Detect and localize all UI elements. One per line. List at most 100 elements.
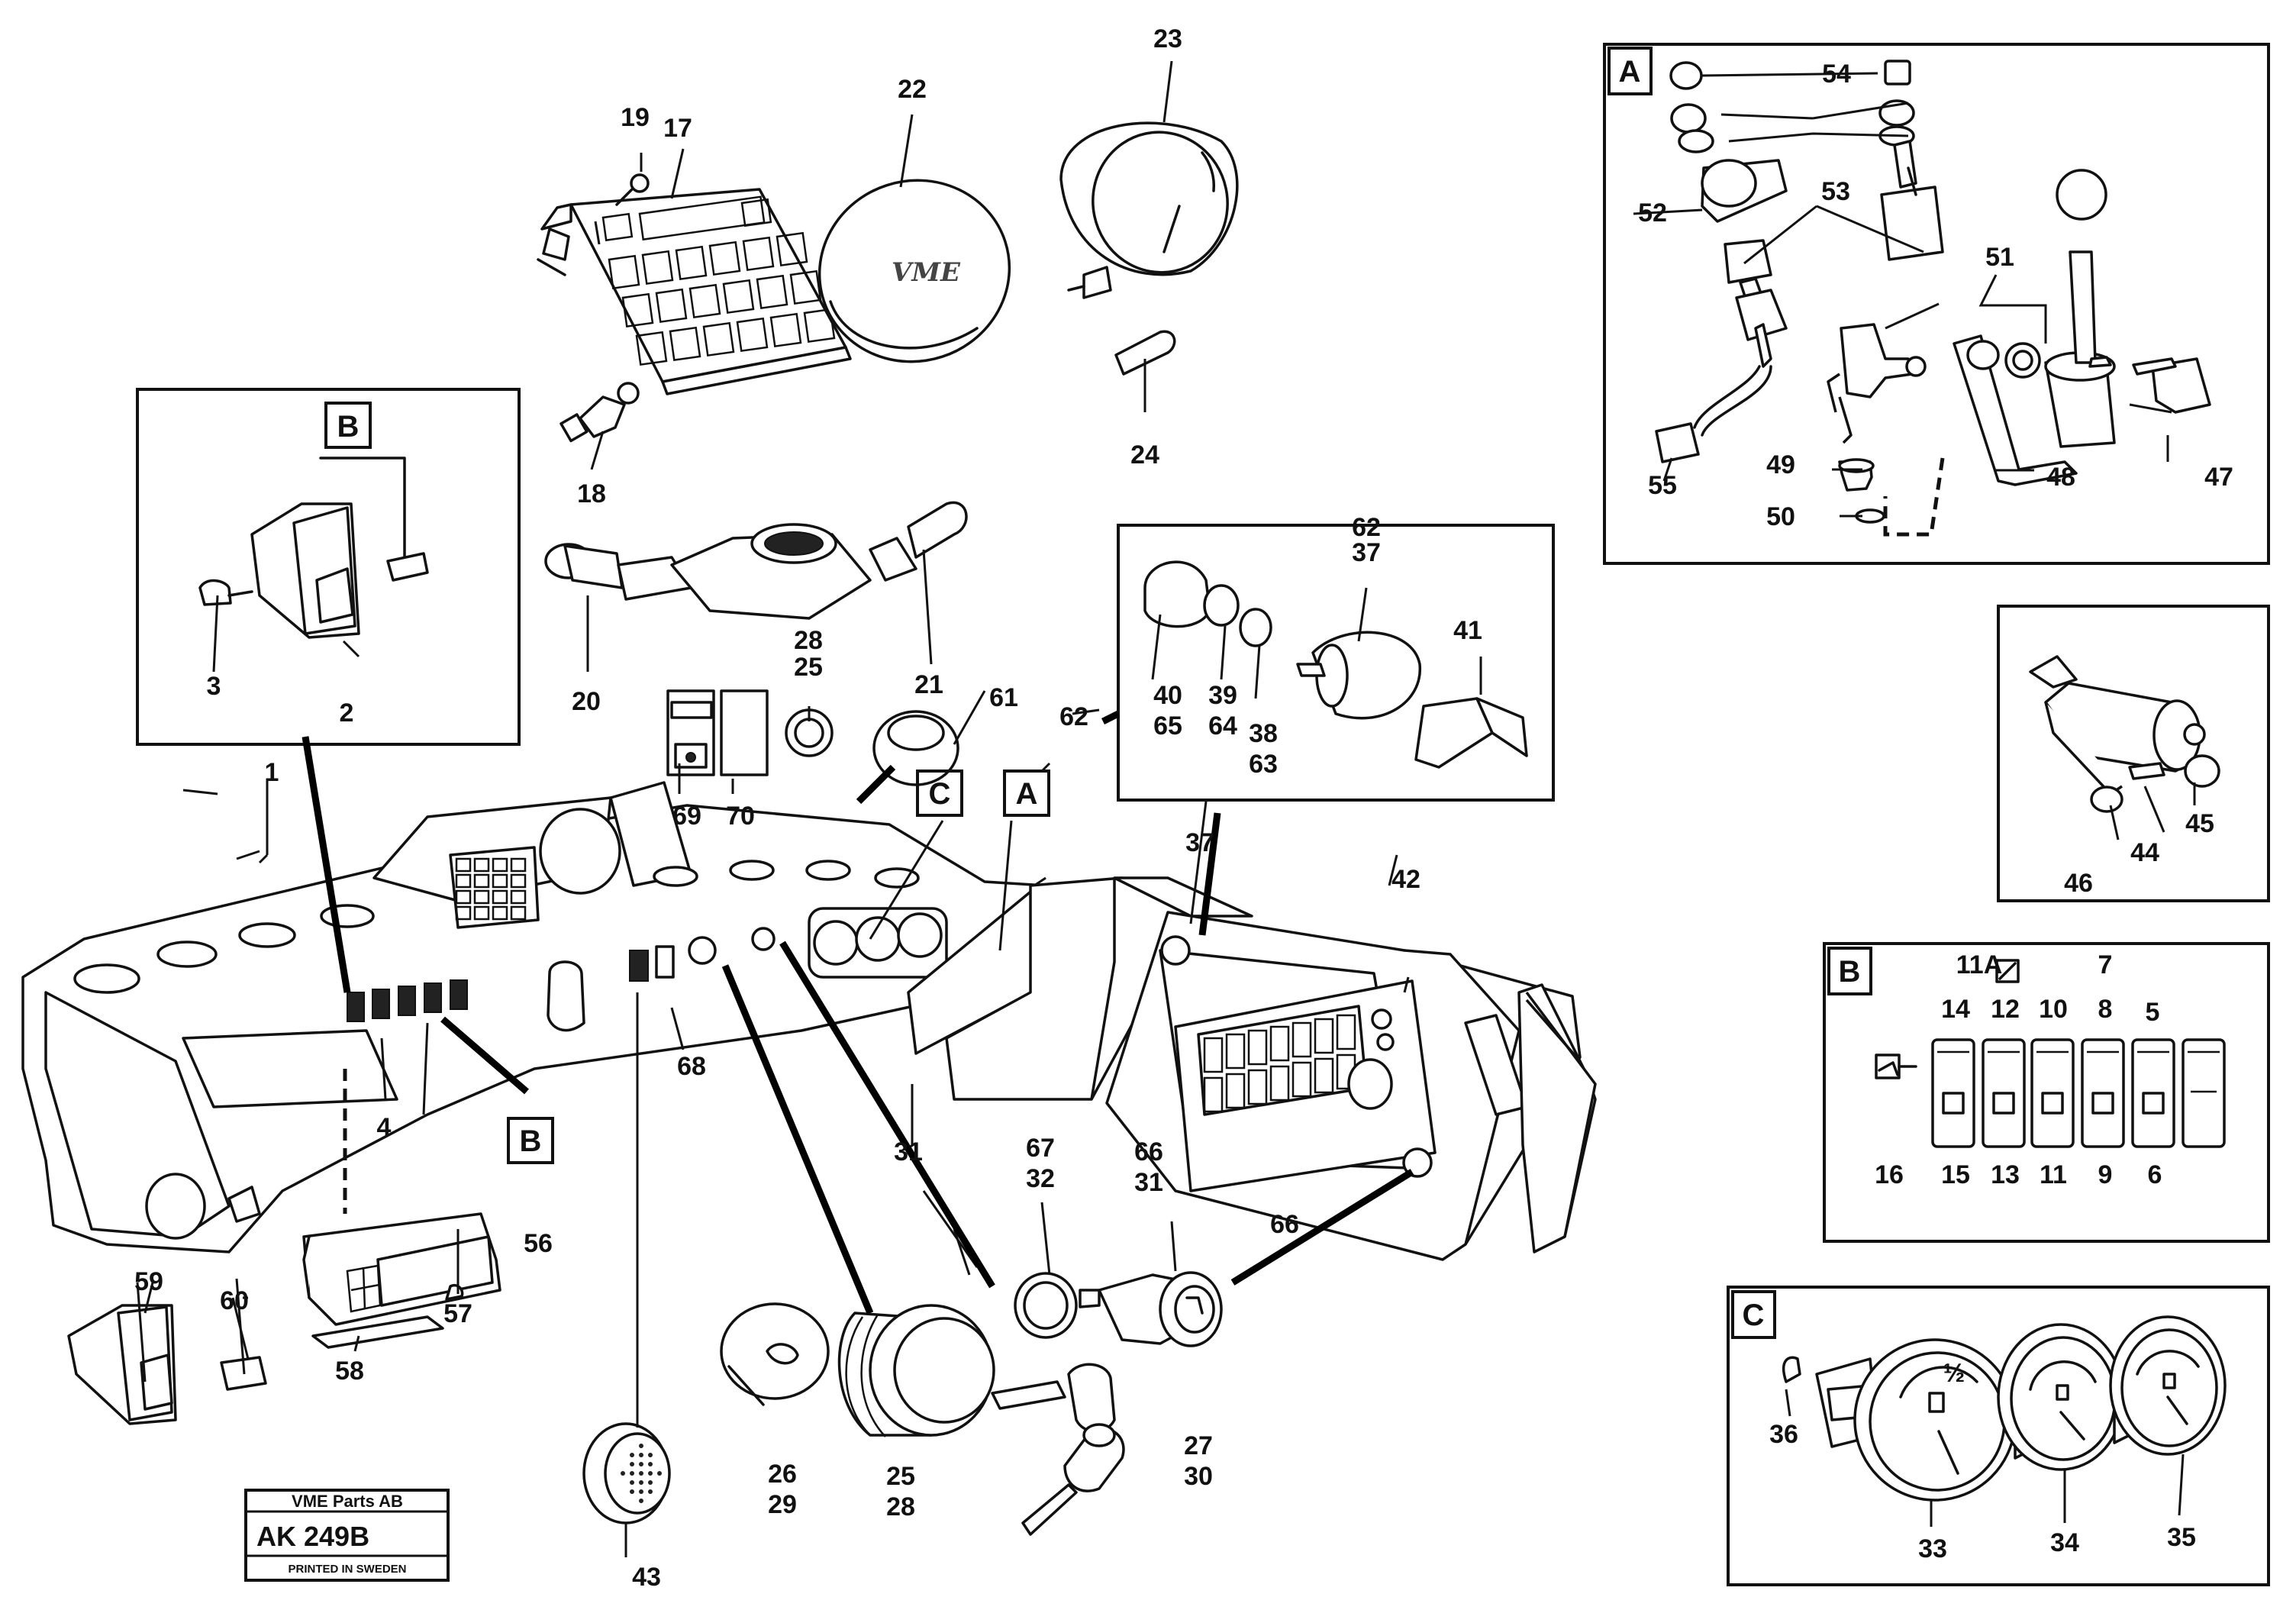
svg-text:B: B (337, 410, 360, 444)
steering-column-switch (544, 501, 968, 620)
callout-55: 55 (1648, 471, 1677, 500)
svg-text:C: C (929, 777, 951, 811)
company-name: VME Parts AB (292, 1492, 403, 1511)
ignition-switch (837, 1304, 995, 1437)
callout-19: 19 (621, 103, 650, 132)
callout-54: 54 (1822, 60, 1851, 89)
callout-67: 67 (1026, 1134, 1055, 1163)
inset-c-gauges: C ½ (1727, 1286, 2270, 1586)
inset-a-label: A (1619, 55, 1641, 89)
gauge-half-mark: ½ (1943, 1359, 1965, 1388)
inset-b-switch-panel: B (1823, 942, 2270, 1243)
callout-65: 65 (1153, 711, 1182, 740)
heavy-leader-arrows (302, 710, 1414, 1315)
cigarette-lighter (1014, 1271, 1223, 1347)
callout-62-top: 62 (1352, 513, 1381, 542)
rocker-switch (67, 1304, 267, 1425)
callout-58: 58 (335, 1357, 364, 1386)
lock-cylinder (720, 1302, 830, 1406)
callout-35: 35 (2167, 1523, 2196, 1552)
callout-9: 9 (2098, 1160, 2113, 1189)
title-block: VME Parts AB AK 249B PRINTED IN SWEDEN (244, 1489, 450, 1582)
right-console (907, 876, 1597, 1261)
callout-49: 49 (1766, 450, 1795, 479)
printed-note: PRINTED IN SWEDEN (288, 1563, 406, 1576)
callout-62-side: 62 (1059, 702, 1088, 731)
inset-c-label: C (1743, 1299, 1765, 1332)
callout-15: 15 (1941, 1160, 1970, 1189)
buzzer (582, 1422, 671, 1524)
switch-assembly-box (1117, 524, 1555, 802)
callout-46: 46 (2064, 869, 2093, 898)
callout-11a: 11A (1956, 950, 2003, 979)
callout-59: 59 (134, 1267, 163, 1296)
callout-33: 33 (1918, 1534, 1947, 1563)
callout-17: 17 (663, 114, 692, 143)
callout-27: 27 (1184, 1431, 1213, 1460)
callout-11: 11 (2040, 1160, 2067, 1189)
callout-40: 40 (1153, 681, 1182, 710)
ring (872, 710, 959, 786)
letter-box-b-upper: B (324, 402, 372, 449)
callout-45: 45 (2185, 809, 2214, 838)
callout-50: 50 (1766, 502, 1795, 531)
lamp-inset (1997, 605, 2270, 902)
callout-44: 44 (2130, 838, 2159, 867)
letter-leaders (869, 820, 1046, 951)
svg-text:B: B (520, 1124, 542, 1158)
callout-18: 18 (577, 479, 606, 508)
keys (991, 1363, 1125, 1536)
callout-36: 36 (1769, 1420, 1798, 1449)
callout-37-lower: 37 (1185, 828, 1214, 857)
callout-38: 38 (1249, 719, 1278, 748)
callout-47: 47 (2204, 463, 2233, 492)
callout-31-left: 31 (894, 1137, 923, 1166)
timer-unit (302, 1212, 501, 1349)
letter-box-a: A (1003, 770, 1050, 817)
callout-8: 8 (2098, 995, 2113, 1024)
callout-42: 42 (1391, 865, 1420, 894)
logo-text: VME (892, 257, 961, 288)
callout-1: 1 (265, 758, 279, 787)
callout-60: 60 (220, 1286, 249, 1315)
gauge (1059, 121, 1239, 299)
callout-labels: 1 2 3 4 5 6 7 8 9 10 11 11A 12 13 14 15 … (134, 24, 2233, 1592)
callout-12: 12 (1991, 995, 2020, 1024)
callout-24: 24 (1130, 440, 1159, 469)
callout-68: 68 (677, 1052, 706, 1081)
drawing-code: AK 249B (256, 1521, 369, 1552)
callout-32: 32 (1026, 1164, 1055, 1193)
callout-10: 10 (2039, 995, 2068, 1024)
inset-b-label: B (1839, 955, 1861, 989)
callout-4: 4 (377, 1113, 392, 1142)
callout-69: 69 (672, 802, 701, 831)
callout-53: 53 (1821, 177, 1850, 206)
callout-16: 16 (1875, 1160, 1904, 1189)
callout-30: 30 (1184, 1462, 1213, 1491)
inset-a: A (1603, 43, 2270, 565)
callout-28-bottom: 28 (886, 1492, 915, 1521)
callout-41: 41 (1453, 616, 1482, 645)
callout-3: 3 (207, 672, 221, 701)
callout-2: 2 (340, 699, 354, 728)
dashboard (21, 781, 1047, 1253)
callout-31-right: 31 (1134, 1168, 1163, 1197)
callout-51: 51 (1985, 243, 2014, 272)
callout-7: 7 (2098, 950, 2113, 979)
callout-64: 64 (1208, 711, 1237, 740)
callout-34: 34 (2050, 1528, 2079, 1557)
callout-29: 29 (768, 1490, 797, 1519)
rocker-switch-inset (136, 388, 521, 746)
callout-22: 22 (898, 75, 927, 104)
svg-text:A: A (1016, 777, 1038, 811)
callout-14: 14 (1941, 995, 1970, 1024)
callout-63: 63 (1249, 750, 1278, 779)
callout-66-upper: 66 (1134, 1137, 1163, 1166)
callout-39: 39 (1208, 681, 1237, 710)
callout-13: 13 (1991, 1160, 2020, 1189)
leader-lines (136, 60, 2196, 1557)
letter-box-c: C (916, 770, 963, 817)
callout-52: 52 (1638, 198, 1667, 227)
callout-25-bottom: 25 (886, 1462, 915, 1491)
